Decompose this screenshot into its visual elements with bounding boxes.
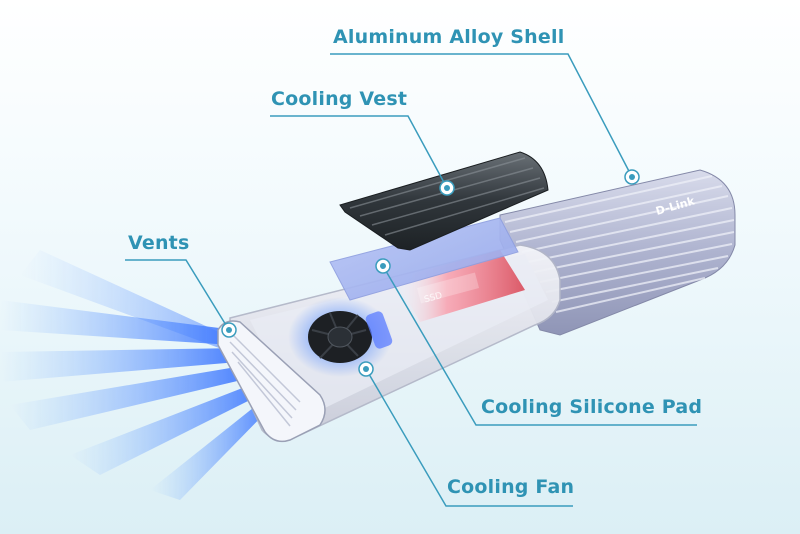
callout-dot-vents xyxy=(221,322,237,338)
ssd-label: SSD xyxy=(423,291,443,305)
label-vents: Vents xyxy=(128,232,190,254)
leader-shell xyxy=(330,53,633,178)
label-aluminum-alloy-shell: Aluminum Alloy Shell xyxy=(333,26,565,48)
leader-vest xyxy=(270,115,448,189)
leader-pad xyxy=(382,265,697,426)
leader-vents xyxy=(125,259,230,331)
callout-dot-vest xyxy=(439,180,455,196)
callout-dots xyxy=(221,169,640,377)
callout-dot-shell xyxy=(624,169,640,185)
callout-dot-fan xyxy=(358,361,374,377)
leader-fan xyxy=(365,368,573,507)
label-cooling-vest: Cooling Vest xyxy=(271,88,408,110)
label-cooling-silicone-pad: Cooling Silicone Pad xyxy=(481,396,703,418)
label-cooling-fan: Cooling Fan xyxy=(447,476,575,498)
leader-lines xyxy=(125,53,697,507)
airflow-streaks xyxy=(0,250,272,500)
cooling-fan xyxy=(288,297,393,377)
callout-dot-pad xyxy=(375,258,391,274)
vents-endcap xyxy=(217,320,326,443)
